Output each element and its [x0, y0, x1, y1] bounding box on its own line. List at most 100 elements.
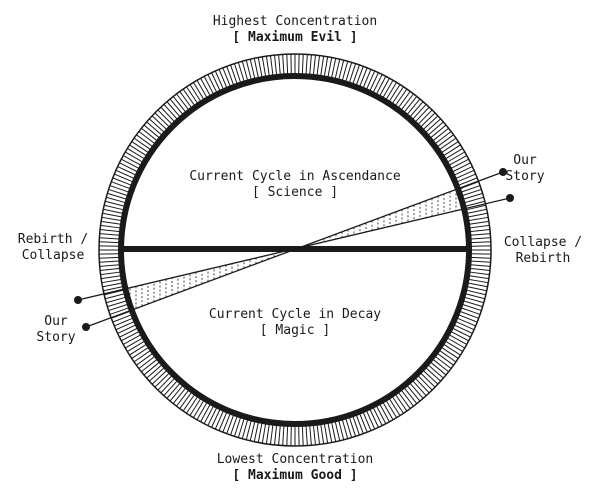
ring-tick — [372, 74, 383, 93]
story-wedge-hatching — [129, 187, 463, 311]
ring-tick — [417, 109, 433, 125]
ring-tick — [265, 56, 270, 76]
ring-tick — [457, 173, 476, 183]
ring-tick — [282, 425, 285, 446]
ring-tick — [107, 192, 127, 200]
ring-tick — [309, 425, 312, 446]
ring-tick — [388, 398, 401, 416]
ring-tick — [99, 260, 120, 263]
ring-tick — [362, 412, 372, 431]
ring-tick — [261, 423, 267, 444]
story-dot-right-upper — [499, 168, 507, 176]
ring-tick — [99, 241, 120, 244]
story-left-line2: Story — [36, 330, 76, 345]
ring-tick — [398, 91, 411, 108]
ring-tick — [115, 321, 135, 331]
ring-tick — [119, 327, 138, 338]
ring-tick — [106, 196, 126, 204]
ring-tick — [274, 55, 278, 76]
ring-tick — [115, 169, 135, 179]
ring-tick — [222, 67, 231, 87]
ring-tick — [369, 409, 379, 428]
ring-tick — [470, 237, 491, 240]
ring-tick — [226, 414, 235, 434]
ring-tick — [193, 82, 205, 100]
ring-tick — [465, 200, 485, 207]
story-right-line2: Story — [505, 169, 545, 184]
ring-tick — [412, 104, 427, 120]
ring-tick — [445, 148, 463, 160]
ring-tick — [427, 364, 444, 379]
left-label-line2: Collapse — [21, 248, 85, 263]
ring-tick — [249, 59, 256, 79]
ring-tick — [338, 60, 345, 80]
ring-tick — [119, 162, 138, 173]
ring-tick — [452, 327, 471, 338]
ring-tick — [100, 224, 121, 229]
decay-line1: Current Cycle in Decay — [208, 307, 382, 322]
ring-tick — [245, 420, 252, 440]
ring-tick — [121, 331, 140, 342]
ring-tick — [316, 55, 321, 76]
rebirth-collapse-label: Rebirth / Collapse — [6, 232, 100, 264]
ring-tick — [455, 169, 475, 179]
ring-tick — [157, 109, 173, 125]
ring-tick — [467, 208, 487, 214]
ring-tick — [445, 340, 463, 352]
ring-tick — [469, 220, 489, 225]
ring-tick — [169, 98, 184, 115]
ring-tick — [99, 264, 120, 267]
ring-tick — [348, 63, 357, 83]
ring-tick — [466, 204, 486, 211]
ring-tick — [166, 101, 181, 118]
story-left-line1: Our — [44, 314, 68, 329]
ring-tick — [117, 166, 136, 176]
bottom-label-line1: Lowest Concentration — [216, 452, 374, 467]
ring-tick — [467, 212, 488, 218]
ring-tick — [151, 370, 168, 385]
ring-tick — [382, 402, 394, 420]
right-label-line1: Collapse / — [503, 235, 583, 250]
ring-tick — [257, 57, 263, 78]
ring-tick — [331, 422, 337, 442]
ring-tick — [366, 410, 376, 430]
ring-tick — [338, 420, 345, 440]
ring-tick — [352, 64, 360, 84]
ring-tick — [455, 321, 475, 331]
ring-tick — [112, 314, 132, 323]
ring-tick — [432, 358, 449, 373]
ring-tick — [437, 134, 454, 147]
ring-tick — [395, 88, 408, 106]
ring-tick — [320, 424, 325, 444]
lowest-concentration-label: Lowest Concentration [ Maximum Good ] — [150, 452, 440, 484]
ring-tick — [462, 303, 482, 312]
ring-tick — [154, 372, 170, 388]
ring-tick — [196, 402, 208, 420]
ring-tick — [463, 300, 483, 308]
ring-tick — [218, 69, 228, 88]
ring-tick — [125, 151, 143, 163]
ring-tick — [468, 278, 489, 284]
ring-tick — [105, 200, 125, 207]
ring-tick — [469, 229, 490, 233]
ring-tick — [379, 77, 390, 97]
ring-tick — [129, 343, 147, 356]
ring-tick — [282, 54, 285, 75]
ring-tick — [327, 422, 333, 443]
ring-tick — [406, 385, 421, 402]
bottom-label-line2: [ Maximum Good ] — [232, 468, 358, 483]
ring-tick — [470, 241, 491, 244]
ring-tick — [146, 121, 163, 136]
ring-tick — [127, 148, 145, 160]
ring-tick — [176, 389, 189, 407]
ring-tick — [406, 98, 421, 115]
ring-tick — [372, 407, 383, 426]
ring-tick — [138, 131, 156, 144]
ring-tick — [154, 112, 170, 128]
ring-tick — [470, 260, 491, 263]
ring-tick — [327, 57, 333, 78]
our-story-label-left: Our Story — [28, 314, 84, 346]
ring-tick — [102, 282, 123, 288]
ring-tick — [203, 405, 214, 424]
